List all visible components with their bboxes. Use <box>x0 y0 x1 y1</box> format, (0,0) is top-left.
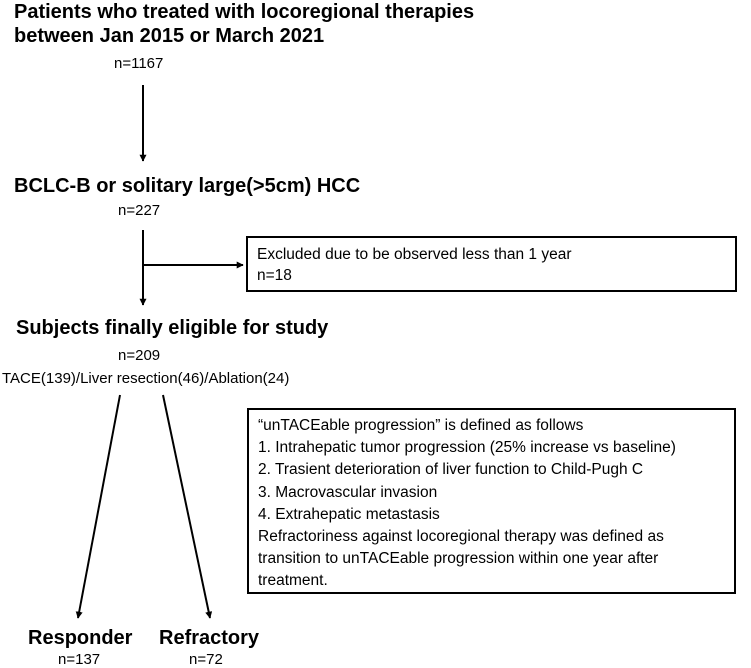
step1-title-line1: Patients who treated with locoregional t… <box>14 1 475 23</box>
arrow-to-responder <box>75 394 121 619</box>
step1-count: n=1167 <box>114 55 164 72</box>
definition-line: 1. Intrahepatic tumor progression (25% i… <box>258 439 676 456</box>
definition-line: “unTACEable progression” is defined as f… <box>258 417 584 434</box>
definition-line: 4. Extrahepatic metastasis <box>258 506 440 523</box>
arrow-to-refractory <box>162 394 213 619</box>
step2-title: BCLC-B or solitary large(>5cm) HCC <box>14 175 361 197</box>
step3-title: Subjects finally eligible for study <box>16 317 329 339</box>
step1-title-line2: between Jan 2015 or March 2021 <box>14 25 325 47</box>
step3-count: n=209 <box>118 347 161 364</box>
exclusion-box: Excluded due to be observed less than 1 … <box>246 236 737 292</box>
refractory-count: n=72 <box>189 651 223 668</box>
definition-line: treatment. <box>258 572 328 589</box>
definition-line: 3. Macrovascular invasion <box>258 484 438 501</box>
responder-label: Responder <box>28 627 133 649</box>
definition-box: “unTACEable progression” is defined as f… <box>247 408 736 594</box>
definition-line: Refractoriness against locoregional ther… <box>258 528 664 545</box>
exclusion-text: Excluded due to be observed less than 1 … <box>257 246 572 263</box>
step2-count: n=227 <box>118 202 161 219</box>
step3-breakdown: TACE(139)/Liver resection(46)/Ablation(2… <box>2 370 290 387</box>
responder-count: n=137 <box>58 651 101 668</box>
definition-line: transition to unTACEable progression wit… <box>258 550 659 567</box>
refractory-label: Refractory <box>159 627 260 649</box>
definition-line: 2. Trasient deterioration of liver funct… <box>258 461 644 478</box>
exclusion-count: n=18 <box>257 267 292 284</box>
